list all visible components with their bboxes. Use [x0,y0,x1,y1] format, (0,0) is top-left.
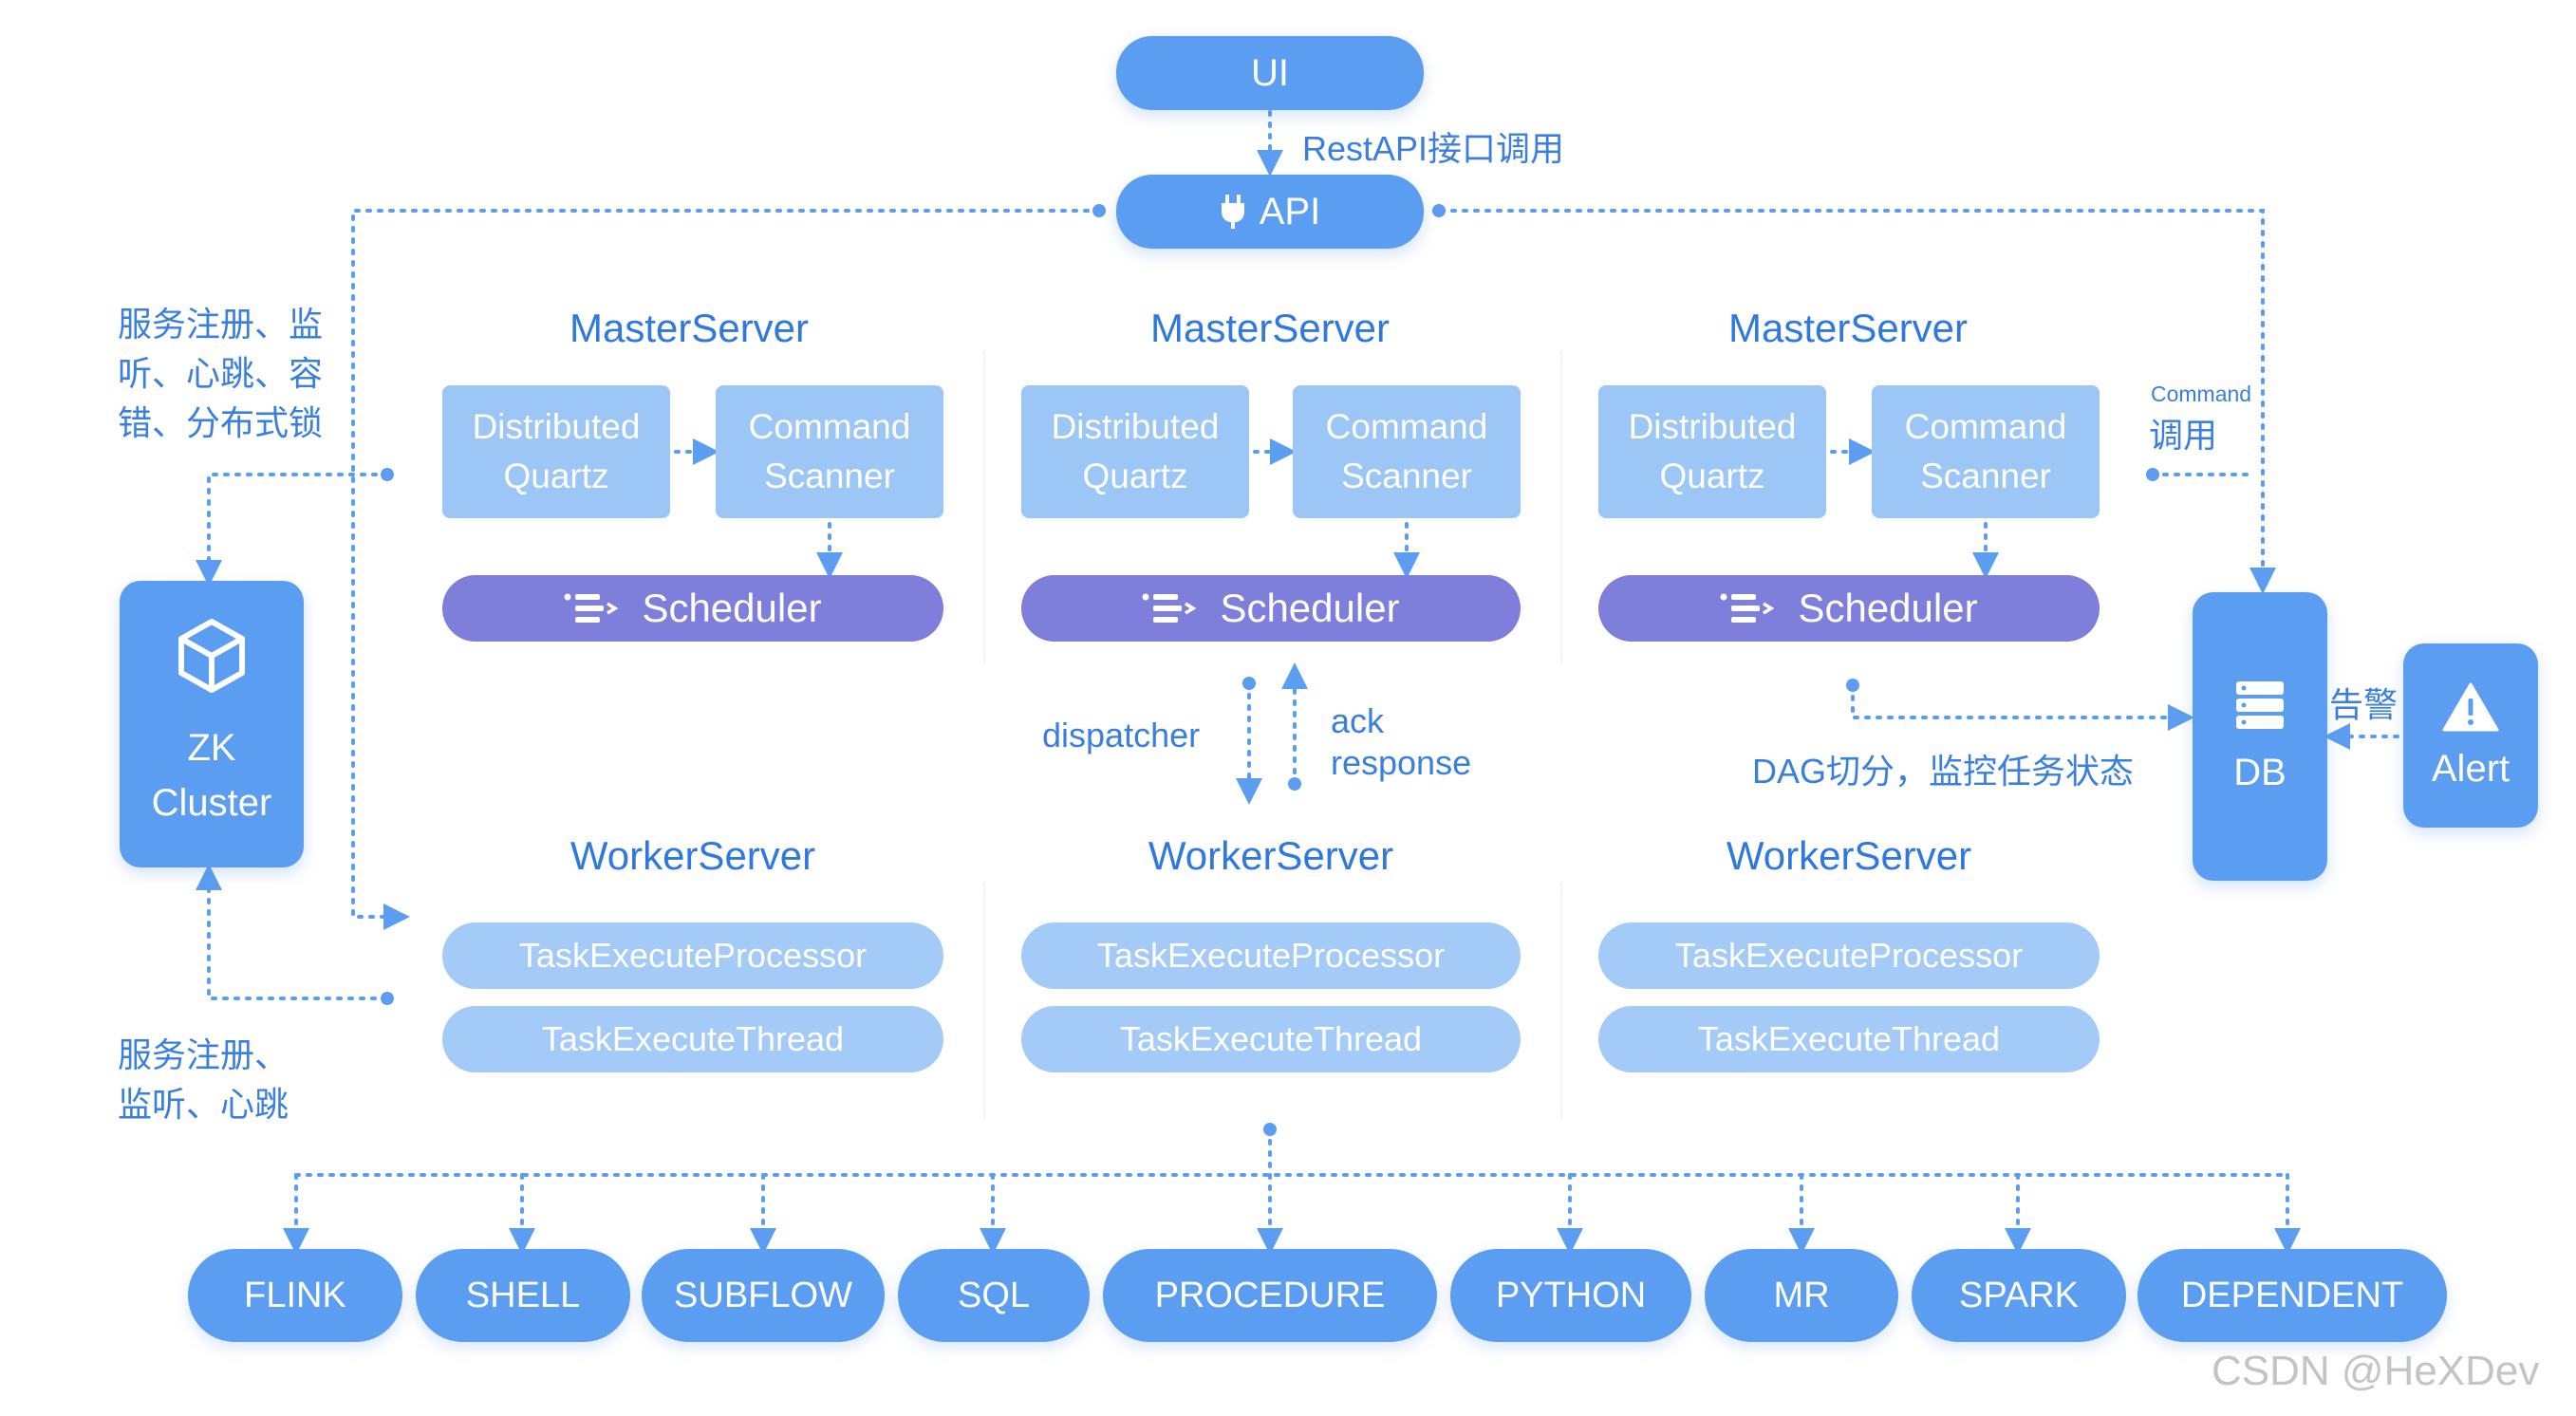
ack-line: ack [1331,701,1385,740]
box-line: Distributed [1051,407,1220,446]
ui-node: UI [1116,36,1424,110]
ui-label: UI [1251,51,1289,94]
db-node: DB [2193,592,2327,881]
command-small-label: Command [2151,382,2252,406]
api-label: API [1259,190,1321,233]
zk-label: ZK [187,727,236,769]
scheduler-bar: Scheduler [1021,575,1521,642]
task-execute-thread: TaskExecuteThread [1021,1006,1521,1072]
dispatcher-label: dispatcher [1042,716,1201,755]
box-line: Scanner [764,456,895,495]
note-line: 服务注册、 [118,1035,289,1074]
box-line: Scanner [1341,456,1472,495]
tool-pill-mr: MR [1705,1249,1898,1342]
scheduler-label: Scheduler [642,586,822,630]
note-line: 错、分布式锁 [118,403,324,442]
master-title: MasterServer [1727,306,1969,350]
box-line: Distributed [1628,407,1797,446]
database-icon [2234,680,2286,731]
note-line: 听、心跳、容 [118,354,324,393]
tool-pill-flink: FLINK [188,1249,402,1342]
zk-cluster-node: ZK Cluster [120,581,304,867]
box-line: Quartz [503,456,609,495]
task-execute-thread: TaskExecuteThread [1598,1006,2100,1072]
warning-icon [2441,681,2500,733]
db-label: DB [2233,751,2287,793]
alert-label: Alert [2431,747,2511,790]
watermark: CSDN @HeXDev [2212,1348,2540,1394]
zk-note-top: 服务注册、监 听、心跳、容 错、分布式锁 [118,300,323,448]
box-line: Distributed [472,407,641,446]
tool-pill-dependent: DEPENDENT [2137,1249,2447,1342]
panel-separator [1560,883,1562,1120]
tool-pill-shell: SHELL [416,1249,630,1342]
restapi-label: RestAPI接口调用 [1302,129,1565,168]
box-line: Command [1904,407,2067,446]
scheduler-bar: Scheduler [1598,575,2100,642]
scheduler-bar: Scheduler [442,575,943,642]
api-node: API [1116,175,1424,249]
panel-separator [983,883,985,1120]
tool-pill-subflow: SUBFLOW [642,1249,885,1342]
worker-title: WorkerServer [1726,833,1972,878]
dag-note: DAG切分，监控任务状态 [1752,752,2135,791]
plug-icon [1220,195,1246,229]
worker-title: WorkerServer [1148,833,1394,878]
tool-pill-spark: SPARK [1912,1249,2126,1342]
command-call-label: 调用 [2149,416,2218,455]
worker-title: WorkerServer [569,833,816,878]
box-line: Quartz [1659,456,1765,495]
panel-separator [1560,351,1562,664]
cube-icon [176,618,248,694]
zk-note-bottom: 服务注册、 监听、心跳 [118,1031,289,1129]
list-icon [1142,592,1197,624]
scheduler-label: Scheduler [1798,586,1978,630]
list-icon [564,592,619,624]
note-line: 监听、心跳 [118,1085,289,1124]
box-line: Command [748,407,911,446]
task-execute-processor: TaskExecuteProcessor [442,922,943,989]
task-execute-thread: TaskExecuteThread [442,1006,943,1072]
box-line: Command [1325,407,1488,446]
master-title: MasterServer [1149,306,1391,350]
response-line: response [1331,743,1472,782]
tool-pill-procedure: PROCEDURE [1103,1249,1437,1342]
list-icon [1720,592,1775,624]
alert-node: Alert [2403,643,2538,828]
alarm-label: 告警 [2329,685,2399,724]
panel-separator [983,351,985,664]
box-line: Scanner [1920,456,2051,495]
task-execute-processor: TaskExecuteProcessor [1598,922,2100,989]
scheduler-label: Scheduler [1220,586,1400,630]
tool-pill-python: PYTHON [1450,1249,1691,1342]
note-line: 服务注册、监 [118,305,324,344]
tool-pill-sql: SQL [898,1249,1090,1342]
ack-response-label: ack response [1331,700,1471,784]
box-line: Quartz [1082,456,1188,495]
master-title: MasterServer [569,306,810,350]
task-execute-processor: TaskExecuteProcessor [1021,922,1521,989]
zk-cluster-label: Cluster [151,782,272,824]
